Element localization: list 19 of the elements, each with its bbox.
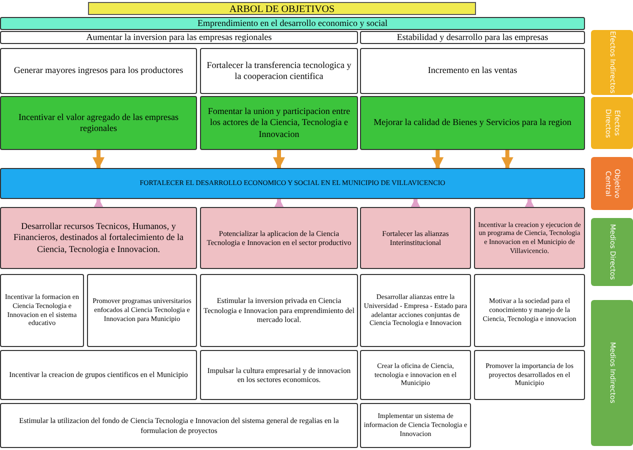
objective-box: Incentivar el valor agregado de las empresas regionales xyxy=(0,96,197,150)
objective-box: Generar mayores ingresos para los productores xyxy=(0,48,197,94)
objective-box: Fomentar la union y participacion entre los actores de la Ciencia, Tecnologia e Innovacion xyxy=(200,96,358,150)
objective-box: Incremento en las ventas xyxy=(360,48,585,94)
arrow xyxy=(410,198,422,210)
objective-bar: Aumentar la inversion para las empresas regionales xyxy=(0,31,358,44)
arrow xyxy=(524,198,536,210)
arrow xyxy=(432,150,444,170)
objective-box: Desarrollar recursos Tecnicos, Humanos, y Financieros, destinados al fortalecimiento de la Ciencia, Tecnologia e Innovacion. xyxy=(0,207,197,269)
diagram-title: ARBOL DE OBJETIVOS xyxy=(88,2,476,15)
arrow xyxy=(501,150,514,170)
arrow xyxy=(92,198,104,210)
objective-box: Fortalecer la transferencia tecnologica y la cooperacion cientifica xyxy=(200,48,358,94)
objective-box: Mejorar la calidad de Bienes y Servicios para la region xyxy=(360,96,585,150)
objective-bar: Estabilidad y desarrollo para las empresas xyxy=(360,31,585,44)
arrow xyxy=(273,150,285,170)
arrow xyxy=(273,198,285,210)
arrow xyxy=(92,150,104,170)
objective-bar: Emprendimiento en el desarrollo economico y social xyxy=(0,17,585,30)
